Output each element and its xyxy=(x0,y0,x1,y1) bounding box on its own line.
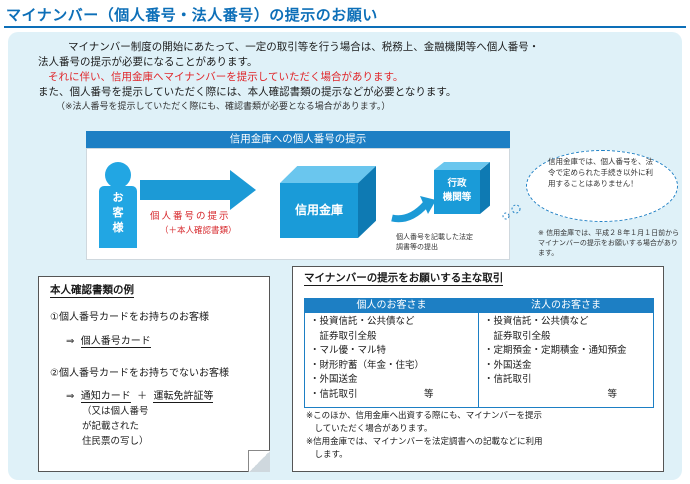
customer-label-2: 客 xyxy=(112,206,124,219)
customer-head-icon xyxy=(105,162,131,188)
page-fold-icon xyxy=(248,450,270,472)
list-item: 等 xyxy=(484,388,618,400)
bank-cube: 信用金庫 xyxy=(280,183,358,238)
present-arrow-head-icon xyxy=(230,170,256,210)
list-item: ・投資信託・公共債など xyxy=(484,316,589,327)
present-label: 個人番号の提示 xyxy=(150,211,231,222)
table-divider xyxy=(478,298,479,408)
title-underline xyxy=(4,26,686,28)
side-note: ※ 信用金庫では、平成２８年１月１日前からマイナンバーの提示をお願いする場合があ… xyxy=(538,229,680,257)
present-arrow-icon xyxy=(140,180,230,200)
id-answer-2: ⇒ 通知カード ＋ 運転免許証等 xyxy=(66,387,214,403)
bank-cube-top xyxy=(280,166,376,183)
intro-line-1: マイナンバー制度の開始にあたって、一定の取引等を行う場合は、税務上、金融機関等へ… xyxy=(68,41,540,53)
intro-line-3: また、個人番号を提示していただく際には、本人確認書類の提示などが必要となります。 xyxy=(38,86,457,98)
individual-header: 個人のお客さま xyxy=(305,298,478,313)
list-item: ・信託取引 xyxy=(484,374,532,385)
corporate-header: 法人のお客さま xyxy=(479,298,653,313)
my-number-card-label: 個人番号カード xyxy=(80,336,151,348)
individual-list: ・投資信託・公共債など 証券取引全般 ・マル優・マル特 ・財形貯蓄（年金・住宅）… xyxy=(310,315,434,402)
list-item: ・投資信託・公共債など xyxy=(310,316,415,327)
intro-note: （※法人番号を提示していただく際にも、確認書類が必要となる場合があります。） xyxy=(56,102,391,112)
list-item: ・信託取引 等 xyxy=(310,388,434,400)
intro-text: マイナンバー制度の開始にあたって、一定の取引等を行う場合は、税務上、金融機関等へ… xyxy=(38,40,638,115)
id-answer-1: ⇒ 個人番号カード xyxy=(66,332,151,348)
note-2b: します。 xyxy=(306,450,348,460)
gov-cube-top xyxy=(434,162,490,170)
flow-header: 信用金庫への個人番号の提示 xyxy=(86,131,510,148)
id-sub-line-1: （又は個人番号 xyxy=(82,406,149,417)
id-question-2: ②個人番号カードをお持ちでないお客様 xyxy=(50,368,229,379)
list-item: ・外国送金 xyxy=(310,374,358,385)
id-docs-card xyxy=(38,276,270,472)
id-docs-title: 本人確認書類の例 xyxy=(50,284,134,298)
present-sub-label: （＋本人確認書類） xyxy=(160,226,237,236)
transactions-notes: ※このほか、信用金庫へ出資する際にも、マイナンバーを提示 していただく場合があり… xyxy=(306,410,656,462)
gov-label-2: 機関等 xyxy=(442,192,472,203)
id-question-1: ①個人番号カードをお持ちのお客様 xyxy=(50,312,209,323)
curved-arrow-icon xyxy=(391,196,436,223)
note-1b: していただく場合があります。 xyxy=(306,424,433,434)
intro-red-line: それに伴い、信用金庫へマイナンバーを提示していただく場合があります。 xyxy=(48,71,404,83)
list-item: 証券取引全般 xyxy=(310,330,377,342)
id-sub-line-3: 住民票の写し） xyxy=(82,436,149,447)
arrow-icon: ⇒ xyxy=(66,391,75,402)
gov-note: 個人番号を記載した法定 調書等の提出 xyxy=(396,232,473,252)
gov-cube-side xyxy=(480,162,490,214)
corporate-list: ・投資信託・公共債など 証券取引全般 ・定期預金・定期積金・通知預金 ・外国送金… xyxy=(484,315,627,402)
intro-line-2: 法人番号の提示が必要になることがあります。 xyxy=(38,56,258,68)
customer-label-3: 様 xyxy=(112,221,124,234)
notice-card-label: 通知カード xyxy=(80,391,131,403)
id-sub-line-2: が記載された xyxy=(82,421,140,432)
speech-bubble xyxy=(526,150,678,222)
gov-note-line-1: 個人番号を記載した法定 xyxy=(396,233,473,241)
gov-label-1: 行政 xyxy=(447,178,467,189)
arrow-icon: ⇒ xyxy=(66,336,75,347)
page-title: マイナンバー（個人番号・法人番号）の提示のお願い xyxy=(6,6,378,24)
customer-label-1: お xyxy=(112,191,124,204)
list-item: ・マル優・マル特 xyxy=(310,345,387,356)
gov-note-line-2: 調書等の提出 xyxy=(396,243,438,251)
list-item: ・財形貯蓄（年金・住宅） xyxy=(310,359,425,371)
bank-cube-side xyxy=(358,166,376,238)
bubble-tail-icon xyxy=(502,204,521,220)
customer-figure: お 客 様 xyxy=(99,186,137,248)
bubble-text: 信用金庫では、個人番号を、法令で定められた手続き以外に利用することはありません！ xyxy=(548,157,653,188)
list-item: ・外国送金 xyxy=(484,359,532,371)
list-item: ・定期預金・定期積金・通知預金 xyxy=(484,345,627,356)
plus-icon: ＋ xyxy=(137,391,148,402)
id-answer-2-sub: （又は個人番号 が記載された 住民票の写し） xyxy=(82,404,149,449)
gov-cube: 行政 機関等 xyxy=(434,170,480,214)
note-1: ※このほか、信用金庫へ出資する際にも、マイナンバーを提示 xyxy=(306,411,543,421)
list-item: 証券取引全般 xyxy=(484,330,551,342)
note-2: ※信用金庫では、マイナンバーを法定調書への記載などに利用 xyxy=(306,437,543,447)
license-label: 運転免許証等 xyxy=(153,391,214,403)
transactions-title: マイナンバーの提示をお願いする主な取引 xyxy=(304,272,504,286)
